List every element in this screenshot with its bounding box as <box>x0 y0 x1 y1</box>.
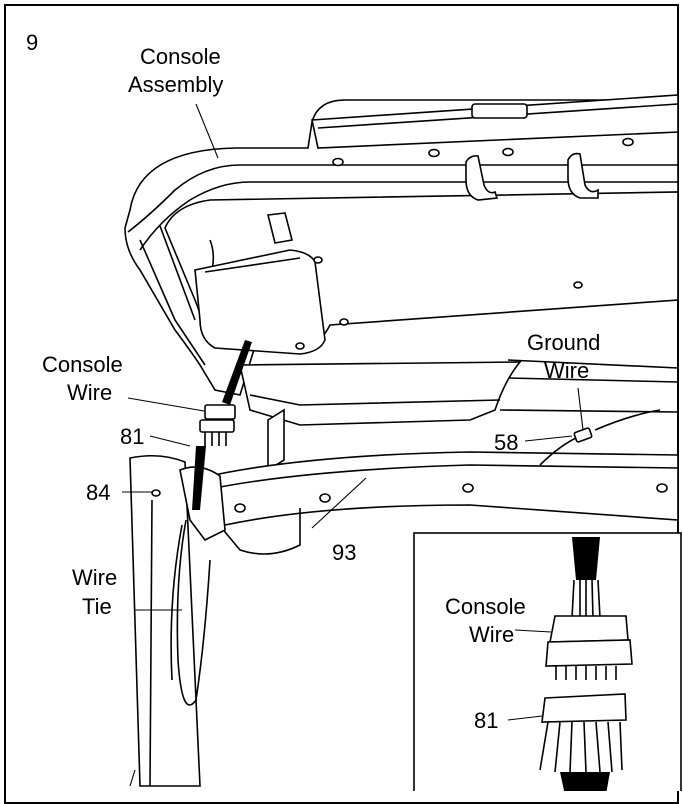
label-wire-tie-line2: Tie <box>82 594 112 619</box>
inset-label-console-wire-line1: Console <box>445 594 526 619</box>
console-assembly <box>124 94 679 396</box>
label-part-93: 93 <box>332 540 356 565</box>
label-part-84: 84 <box>86 480 110 505</box>
label-ground-wire-line2: Wire <box>544 358 589 383</box>
leader-lines <box>122 103 584 611</box>
label-console-assembly-line1: Console <box>140 44 221 69</box>
upright-tube-84 <box>129 454 226 787</box>
inset-detail <box>413 532 682 791</box>
frame-upright <box>239 359 679 472</box>
label-part-81: 81 <box>120 424 144 449</box>
inset-label-console-wire-line2: Wire <box>469 622 514 647</box>
step-number: 9 <box>26 30 38 55</box>
console-wire-harness <box>192 340 252 510</box>
label-console-wire-line2: Wire <box>67 380 112 405</box>
ground-wire-assembly <box>539 409 661 466</box>
label-console-assembly-line2: Assembly <box>128 72 223 97</box>
inset-label-part-81: 81 <box>474 708 498 733</box>
screw-holes <box>295 137 634 350</box>
label-ground-wire-line1: Ground <box>527 330 600 355</box>
label-console-wire-line1: Console <box>42 352 123 377</box>
crossbar-93 <box>198 451 679 555</box>
label-wire-tie-line1: Wire <box>72 565 117 590</box>
label-part-58: 58 <box>494 430 518 455</box>
